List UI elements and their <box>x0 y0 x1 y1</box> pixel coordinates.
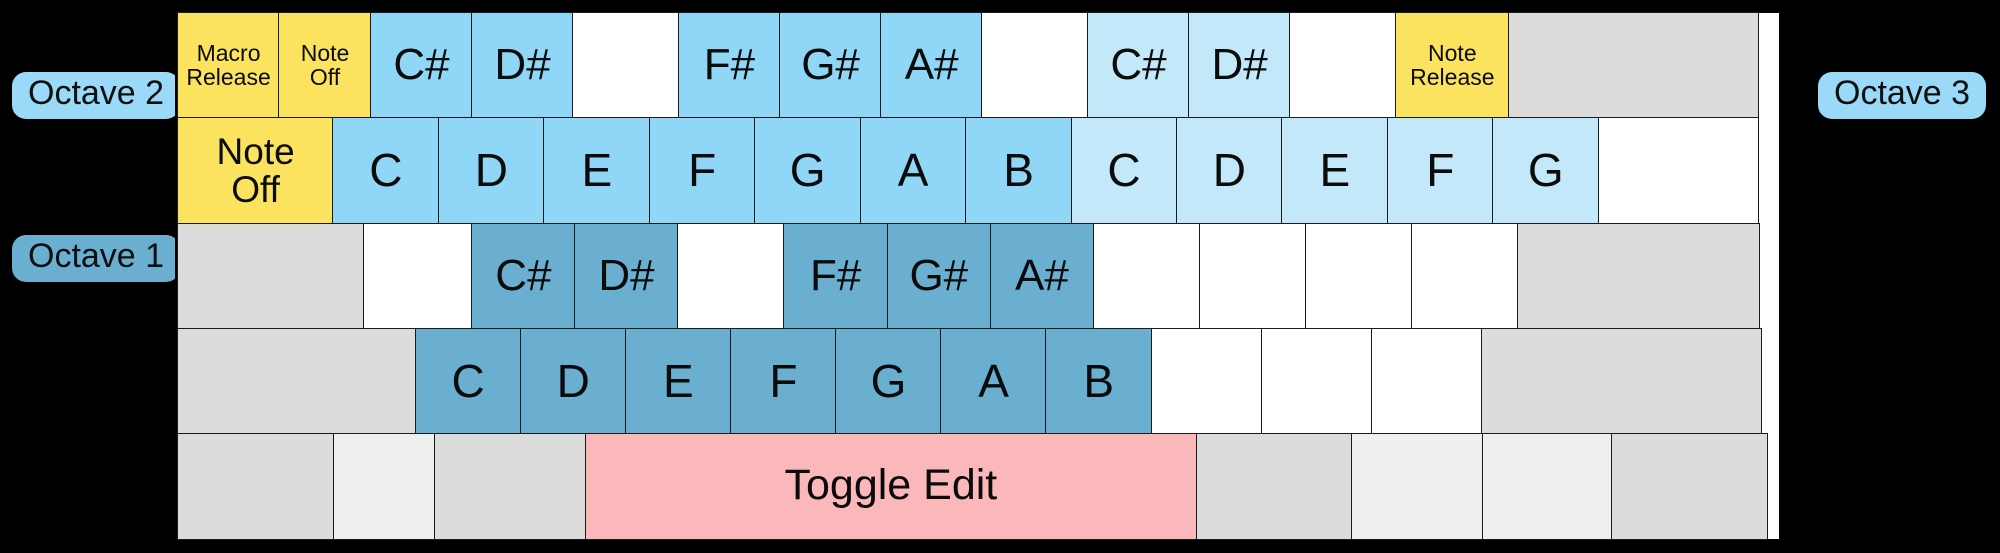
key-qwerty-row-c-1[interactable]: C <box>332 117 440 225</box>
key-qwerty-row-d-2[interactable]: D <box>437 117 545 225</box>
key-number-row-note-release-12[interactable]: Note Release <box>1395 12 1510 119</box>
key-qwerty-row-c-8[interactable]: C <box>1070 117 1178 225</box>
key-number-row-blank-13[interactable] <box>1507 12 1759 119</box>
key-home-row-blank-8[interactable] <box>1092 222 1201 330</box>
octave-1-badge: Octave 1 <box>12 235 181 282</box>
key-home-row-blank-11[interactable] <box>1410 222 1519 330</box>
key-number-row-note-off-1[interactable]: Note Off <box>278 12 372 119</box>
key-space-row-blank-2[interactable] <box>434 433 586 540</box>
keyboard-row-home-row: C#D# F#G#A# <box>177 222 1779 330</box>
key-space-row-toggle-edit-3[interactable]: Toggle Edit <box>584 433 1198 540</box>
key-shift-row-c-1[interactable]: C <box>414 327 522 435</box>
key-shift-row-b-7[interactable]: B <box>1045 327 1152 435</box>
key-shift-row-a-6[interactable]: A <box>940 327 1047 435</box>
key-number-row-gsharp-6[interactable]: G# <box>779 12 882 119</box>
key-space-row-blank-5[interactable] <box>1351 433 1484 540</box>
key-home-row-dsharp-3[interactable]: D# <box>574 222 679 330</box>
key-number-row-blank-8[interactable] <box>981 12 1089 119</box>
key-home-row-gsharp-6[interactable]: G# <box>886 222 992 330</box>
key-shift-row-blank-11[interactable] <box>1480 327 1762 435</box>
key-qwerty-row-e-3[interactable]: E <box>543 117 651 225</box>
key-number-row-dsharp-10[interactable]: D# <box>1188 12 1291 119</box>
key-shift-row-e-3[interactable]: E <box>625 327 732 435</box>
key-shift-row-d-2[interactable]: D <box>519 327 627 435</box>
key-home-row-blank-0[interactable] <box>177 222 365 330</box>
key-qwerty-row-f-4[interactable]: F <box>648 117 756 225</box>
key-shift-row-blank-0[interactable] <box>177 327 417 435</box>
key-home-row-blank-4[interactable] <box>677 222 785 330</box>
key-number-row-macro-release-0[interactable]: Macro Release <box>177 12 280 119</box>
key-home-row-csharp-2[interactable]: C# <box>471 222 576 330</box>
key-qwerty-row-g-5[interactable]: G <box>754 117 862 225</box>
key-number-row-blank-4[interactable] <box>572 12 680 119</box>
key-number-row-fsharp-5[interactable]: F# <box>678 12 781 119</box>
key-number-row-asharp-7[interactable]: A# <box>880 12 983 119</box>
key-shift-row-g-5[interactable]: G <box>835 327 942 435</box>
key-number-row-dsharp-3[interactable]: D# <box>471 12 574 119</box>
key-qwerty-row-f-11[interactable]: F <box>1386 117 1494 225</box>
key-space-row-blank-0[interactable] <box>177 433 335 540</box>
octave-2-badge: Octave 2 <box>12 72 181 119</box>
key-home-row-blank-1[interactable] <box>363 222 473 330</box>
key-space-row-blank-7[interactable] <box>1610 433 1768 540</box>
key-shift-row-blank-9[interactable] <box>1260 327 1373 435</box>
key-shift-row-blank-8[interactable] <box>1150 327 1263 435</box>
key-home-row-blank-9[interactable] <box>1198 222 1307 330</box>
key-number-row-csharp-2[interactable]: C# <box>370 12 473 119</box>
key-number-row-csharp-9[interactable]: C# <box>1087 12 1190 119</box>
key-shift-row-blank-10[interactable] <box>1370 327 1483 435</box>
key-qwerty-row-blank-13[interactable] <box>1597 117 1759 225</box>
key-shift-row-f-4[interactable]: F <box>730 327 837 435</box>
key-qwerty-row-note-off-0[interactable]: Note Off <box>177 117 334 225</box>
key-space-row-blank-4[interactable] <box>1195 433 1353 540</box>
key-number-row-blank-11[interactable] <box>1289 12 1397 119</box>
key-qwerty-row-b-7[interactable]: B <box>965 117 1073 225</box>
key-qwerty-row-d-9[interactable]: D <box>1175 117 1283 225</box>
key-home-row-asharp-7[interactable]: A# <box>989 222 1095 330</box>
key-qwerty-row-a-6[interactable]: A <box>859 117 967 225</box>
key-home-row-blank-10[interactable] <box>1304 222 1413 330</box>
key-qwerty-row-e-10[interactable]: E <box>1281 117 1389 225</box>
key-qwerty-row-g-12[interactable]: G <box>1492 117 1600 225</box>
keyboard-row-space-row: Toggle Edit <box>177 433 1779 540</box>
key-home-row-blank-12[interactable] <box>1517 222 1761 330</box>
key-space-row-blank-6[interactable] <box>1481 433 1613 540</box>
key-space-row-blank-1[interactable] <box>332 433 436 540</box>
octave-3-badge: Octave 3 <box>1818 72 1987 119</box>
key-home-row-fsharp-5[interactable]: F# <box>783 222 888 330</box>
